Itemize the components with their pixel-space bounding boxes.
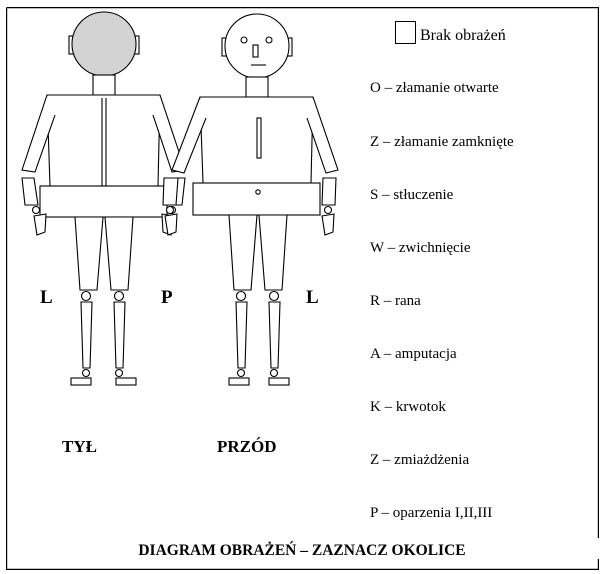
back-neck[interactable] xyxy=(93,75,115,95)
front-eye-right xyxy=(266,37,272,43)
back-waist[interactable] xyxy=(40,186,167,217)
view-label-back: TYŁ xyxy=(62,437,97,457)
front-right-shin[interactable] xyxy=(269,302,280,368)
diagram-title: DIAGRAM OBRAŻEŃ – ZAZNACZ OKOLICE xyxy=(0,542,604,560)
front-nose xyxy=(253,45,258,57)
legend-wound: R – rana xyxy=(370,293,421,310)
front-left-forearm[interactable] xyxy=(163,178,178,205)
back-left-foot[interactable] xyxy=(71,378,91,385)
back-right-knee[interactable] xyxy=(115,292,124,301)
no-injury-checkbox[interactable] xyxy=(395,21,416,44)
back-left-thigh[interactable] xyxy=(75,217,103,290)
back-right-shin[interactable] xyxy=(114,302,125,368)
front-left-knee[interactable] xyxy=(237,292,246,301)
front-left-foot[interactable] xyxy=(229,378,249,385)
side-label-right: P xyxy=(161,287,173,309)
front-figure xyxy=(163,14,338,385)
front-right-knee[interactable] xyxy=(270,292,279,301)
legend-closed-fracture: Z – złamanie zamknięte xyxy=(370,134,514,151)
front-left-shin[interactable] xyxy=(236,302,247,368)
back-right-foot[interactable] xyxy=(116,378,136,385)
back-torso[interactable] xyxy=(47,95,160,186)
legend-bleeding: K – krwotok xyxy=(370,399,446,416)
side-label-left-front: L xyxy=(306,287,319,309)
legend-dislocation: W – zwichnięcie xyxy=(370,240,471,257)
legend-open-fracture: O – złamanie otwarte xyxy=(370,80,499,97)
view-label-front: PRZÓD xyxy=(217,437,277,457)
front-left-wrist[interactable] xyxy=(167,207,174,214)
back-left-ankle[interactable] xyxy=(83,370,90,377)
back-figure xyxy=(22,12,185,385)
front-navel xyxy=(256,190,260,194)
front-right-ankle[interactable] xyxy=(271,370,278,377)
legend-bruise: S – stłuczenie xyxy=(370,187,453,204)
back-left-knee[interactable] xyxy=(82,292,91,301)
legend-burns: P – oparzenia I,II,III xyxy=(370,505,492,522)
front-left-thigh[interactable] xyxy=(229,215,257,290)
back-left-shin[interactable] xyxy=(81,302,92,368)
back-right-ankle[interactable] xyxy=(116,370,123,377)
front-right-thigh[interactable] xyxy=(259,215,287,290)
back-left-hand[interactable] xyxy=(34,214,46,235)
back-right-thigh[interactable] xyxy=(105,217,133,290)
front-neck[interactable] xyxy=(246,77,268,97)
front-right-wrist[interactable] xyxy=(325,207,332,214)
no-injury-label: Brak obrażeń xyxy=(420,27,506,45)
back-left-forearm[interactable] xyxy=(22,178,38,205)
back-left-wrist[interactable] xyxy=(33,207,40,214)
front-eye-left xyxy=(241,37,247,43)
legend-amputation: A – amputacja xyxy=(370,346,457,363)
legend-crush: Z – zmiażdżenia xyxy=(370,452,469,469)
front-left-ankle[interactable] xyxy=(238,370,245,377)
front-abdomen[interactable] xyxy=(193,183,320,215)
back-head[interactable] xyxy=(72,12,136,76)
front-right-forearm[interactable] xyxy=(322,178,336,205)
side-label-left-back: L xyxy=(40,287,53,309)
front-sternum xyxy=(257,118,261,158)
front-right-foot[interactable] xyxy=(269,378,289,385)
front-right-hand[interactable] xyxy=(322,214,334,235)
